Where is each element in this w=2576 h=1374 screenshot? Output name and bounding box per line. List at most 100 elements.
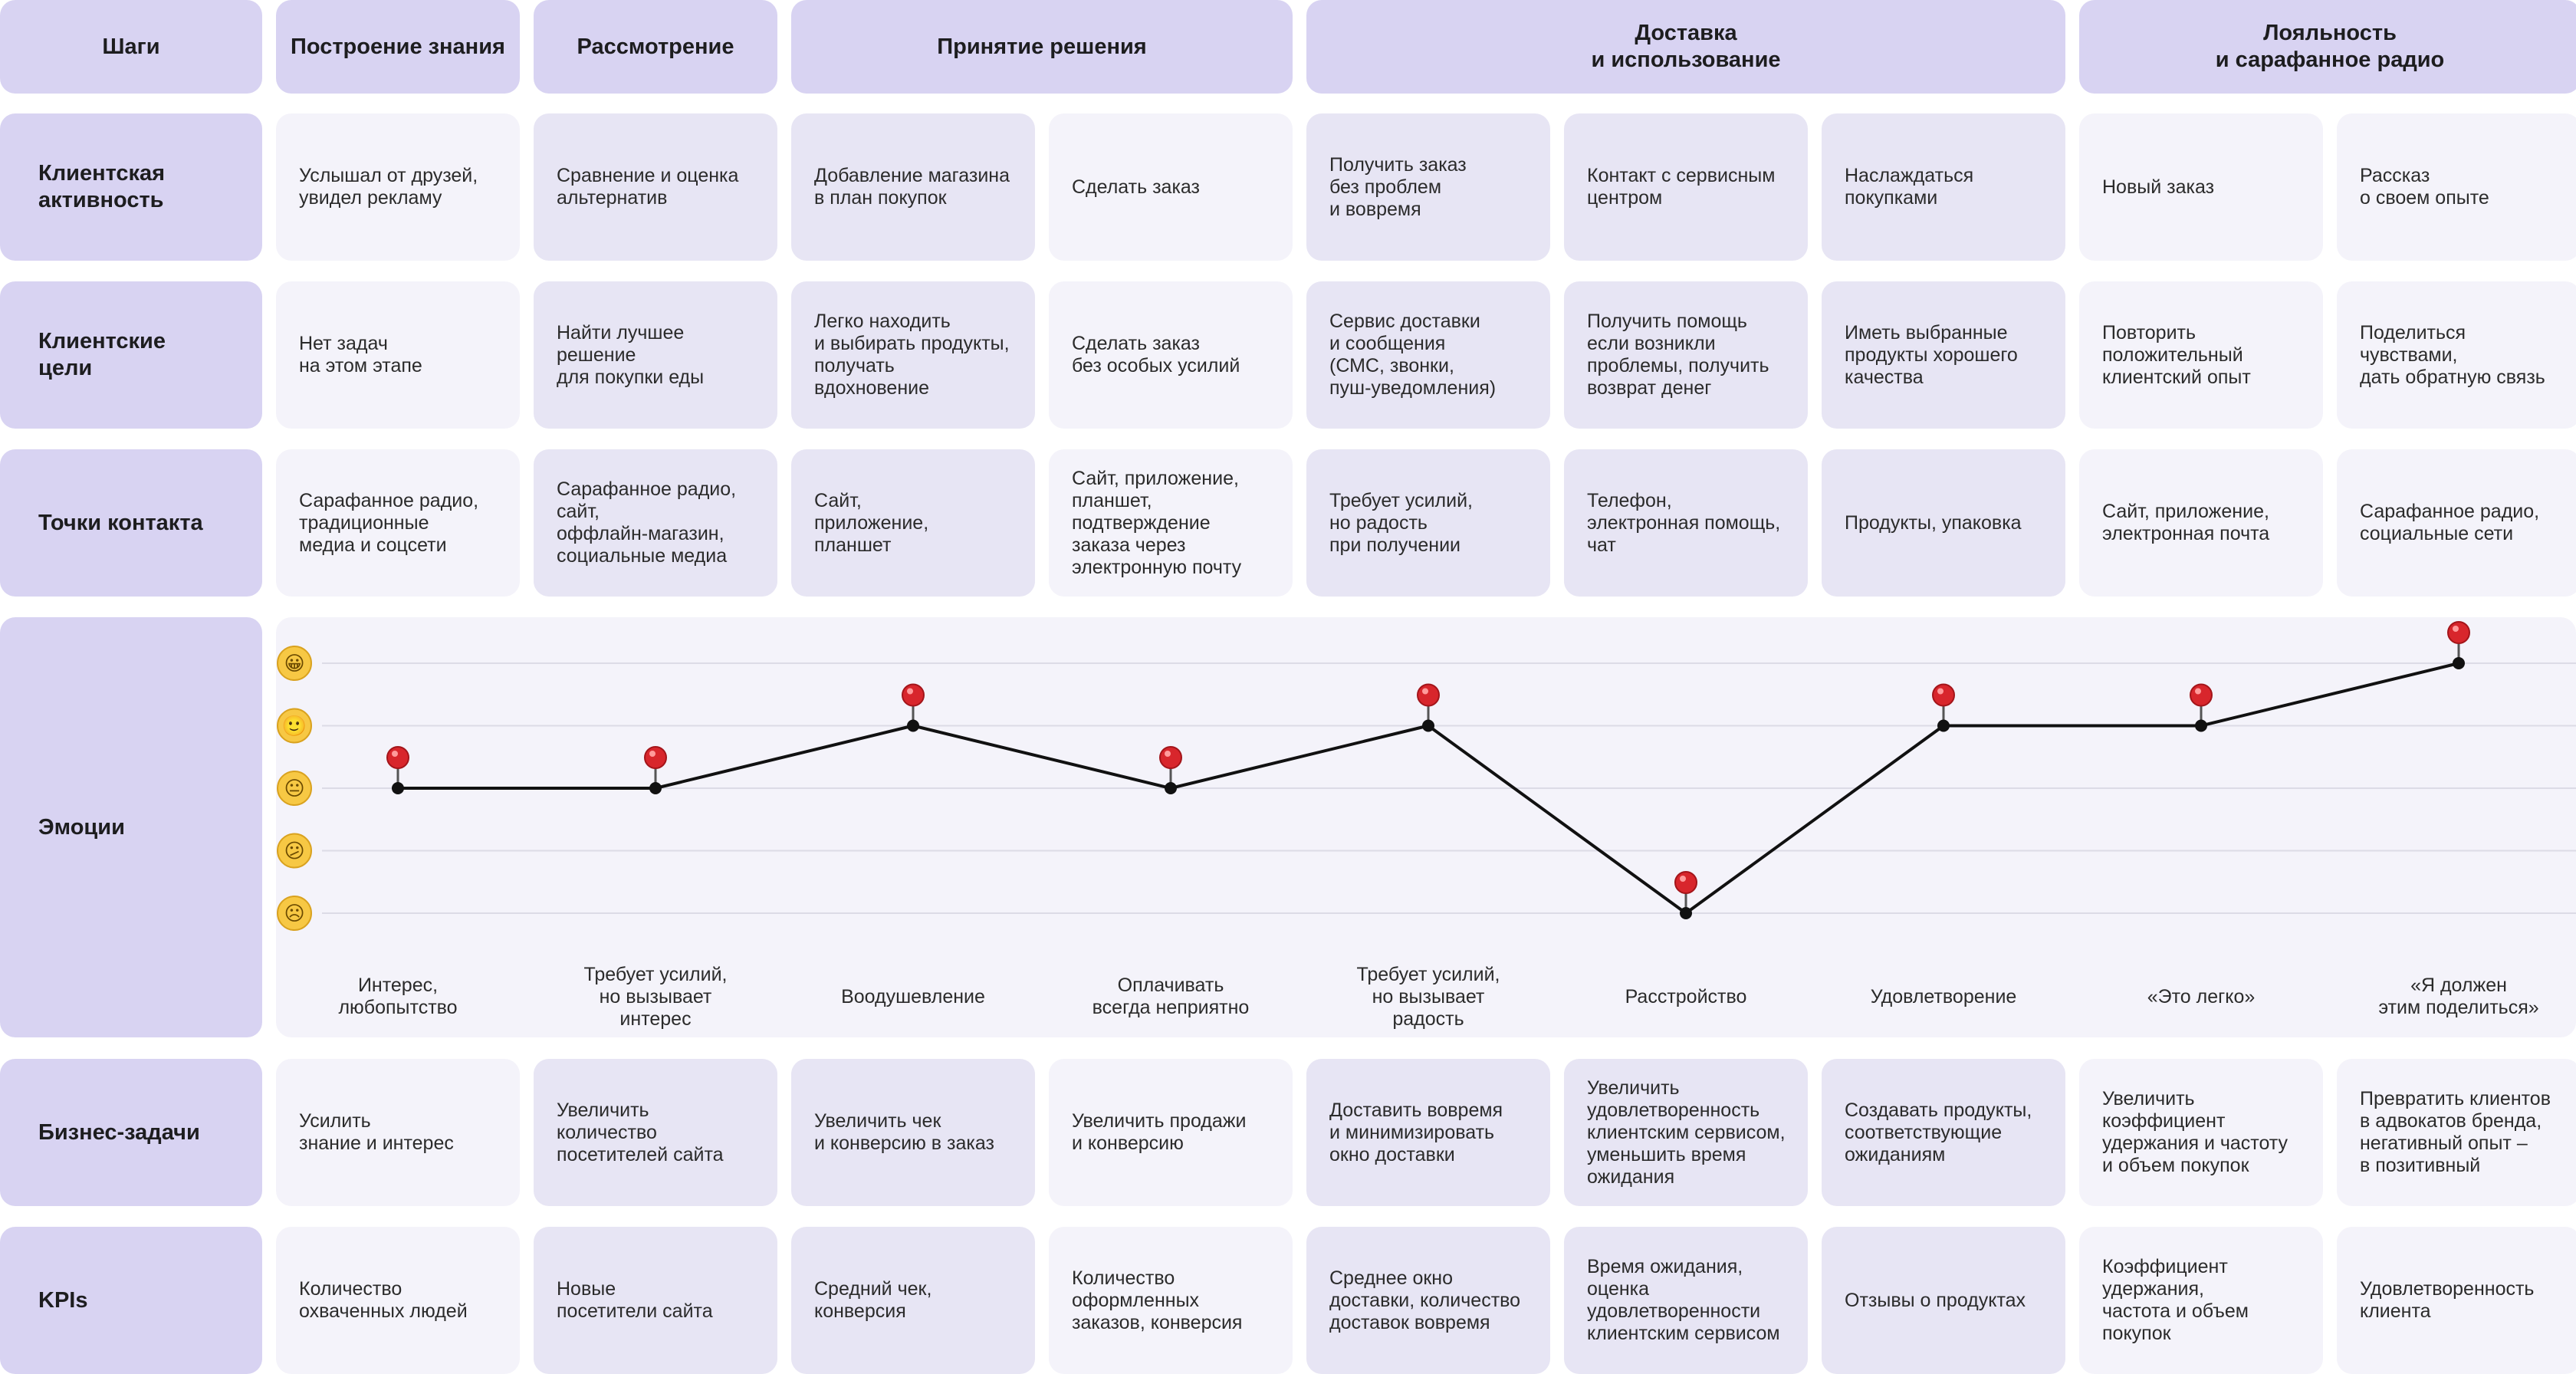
activity-cell-8-text: Новый заказ [2102, 176, 2215, 198]
kpis-cell-7-text: Отзывы о продуктах [1845, 1289, 2026, 1311]
row-label-emotions-text: Эмоции [38, 814, 125, 840]
slightly-smiling-face-icon [277, 708, 312, 744]
touchpoints-cell-8-text: Сайт, приложение, электронная почта [2102, 501, 2270, 544]
activity-cell-3: Добавление магазина в план покупок [791, 113, 1035, 261]
emotion-label-3: Воодушевление [841, 985, 985, 1007]
stage-header-1: Построение знания [276, 0, 520, 94]
business-cell-4: Увеличить продажи и конверсию [1049, 1059, 1293, 1206]
emotion-point-2 [649, 782, 662, 794]
activity-cell-9: Рассказ о своем опыте [2337, 113, 2576, 261]
goals-cell-5: Сервис доставки и сообщения (СМС, звонки… [1306, 281, 1550, 429]
emotion-label-1: Интерес, любопытство [338, 975, 458, 1018]
touchpoints-cell-2: Сарафанное радио, сайт, оффлайн-магазин,… [534, 449, 777, 597]
business-cell-6-text: Увеличить удовлетворенность клиентским с… [1587, 1077, 1786, 1188]
row-label-touchpoints-text: Точки контакта [38, 510, 203, 535]
goals-cell-2-text: Найти лучшее решение для покупки еды [557, 321, 705, 388]
emotion-label-7: Удовлетворение [1870, 985, 2017, 1007]
business-cell-4-text: Увеличить продажи и конверсию [1072, 1110, 1247, 1154]
kpis-cell-3-text: Средний чек, конверсия [814, 1278, 932, 1322]
emotion-point-6 [1680, 907, 1692, 919]
pin-highlight-2 [649, 751, 656, 757]
emotion-label-2: Требует усилий, но вызывает интерес [583, 963, 728, 1030]
emotion-label-8: «Это легко» [2147, 985, 2256, 1007]
neutral-face-icon [277, 771, 312, 806]
activity-cell-1-text: Услышал от друзей, увидел рекламу [299, 165, 478, 209]
pin-head-7 [1932, 683, 1955, 707]
emotion-label-9: «Я должен этим поделиться» [2378, 975, 2539, 1018]
business-cell-7: Создавать продукты, соответствующие ожид… [1822, 1059, 2065, 1206]
stage-header-4: Доставка и использование [1306, 0, 2065, 94]
pin-head-2 [644, 746, 667, 769]
activity-cell-7: Наслаждаться покупками [1822, 113, 2065, 261]
activity-cell-3-text: Добавление магазина в план покупок [814, 165, 1010, 209]
slightly-smiling-face-icon-glyph: 🙂 [282, 715, 307, 738]
frowning-face-icon [277, 896, 312, 931]
goals-cell-8-text: Повторить положительный клиентский опыт [2102, 321, 2251, 388]
emotion-point-8 [2195, 719, 2207, 732]
kpis-cell-7: Отзывы о продуктах [1822, 1227, 2065, 1374]
stage-header-5: Лояльность и сарафанное радио [2079, 0, 2576, 94]
goals-cell-3: Легко находить и выбирать продукты, полу… [791, 281, 1035, 429]
goals-cell-1-text: Нет задач на этом этапе [299, 333, 422, 376]
stage-header-5-text: Лояльность и сарафанное радио [2215, 21, 2445, 72]
kpis-cell-2-text: Новые посетители сайта [557, 1278, 713, 1322]
kpis-cell-2: Новые посетители сайта [534, 1227, 777, 1374]
goals-cell-3-text: Легко находить и выбирать продукты, полу… [814, 311, 1010, 399]
business-cell-9: Превратить клиентов в адвокатов бренда, … [2337, 1059, 2576, 1206]
kpis-cell-4: Количество оформленных заказов, конверси… [1049, 1227, 1293, 1374]
pin-head-6 [1674, 871, 1697, 894]
header-steps-text: Шаги [102, 34, 160, 59]
business-cell-3-text: Увеличить чек и конверсию в заказ [814, 1110, 994, 1154]
emotion-label-6: Расстройство [1625, 985, 1747, 1007]
row-label-kpis: KPIs [0, 1227, 262, 1374]
pin-highlight-3 [907, 688, 913, 695]
business-cell-1: Усилить знание и интерес [276, 1059, 520, 1206]
header-steps: Шаги [0, 0, 262, 94]
business-cell-2: Увеличить количество посетителей сайта [534, 1059, 777, 1206]
touchpoints-cell-6: Телефон, электронная помощь, чат [1564, 449, 1808, 597]
activity-cell-9-text: Рассказ о своем опыте [2360, 165, 2489, 209]
goals-cell-6: Получить помощь если возникли проблемы, … [1564, 281, 1808, 429]
row-label-touchpoints: Точки контакта [0, 449, 262, 597]
kpis-cell-1-text: Количество охваченных людей [299, 1278, 468, 1322]
touchpoints-cell-4: Сайт, приложение, планшет, подтверждение… [1049, 449, 1293, 597]
business-cell-8-text: Увеличить коэффициент удержания и частот… [2102, 1088, 2288, 1176]
emotion-point-1 [392, 782, 404, 794]
stage-header-2: Рассмотрение [534, 0, 777, 94]
goals-cell-7-text: Иметь выбранные продукты хорошего качест… [1845, 321, 2018, 388]
business-cell-7-text: Создавать продукты, соответствующие ожид… [1845, 1099, 2032, 1165]
goals-cell-6-text: Получить помощь если возникли проблемы, … [1587, 311, 1769, 399]
kpis-cell-8-text: Коэффициент удержания, частота и объем п… [2102, 1256, 2249, 1344]
touchpoints-cell-9: Сарафанное радио, социальные сети [2337, 449, 2576, 597]
business-cell-6: Увеличить удовлетворенность клиентским с… [1564, 1059, 1808, 1206]
goals-cell-7: Иметь выбранные продукты хорошего качест… [1822, 281, 2065, 429]
pin-head-3 [902, 683, 925, 707]
touchpoints-cell-9-text: Сарафанное радио, социальные сети [2360, 501, 2540, 544]
business-cell-1-text: Усилить знание и интерес [299, 1110, 454, 1154]
frowning-face-icon-glyph: ☹ [284, 902, 304, 925]
emotion-label-5: Требует усилий, но вызывает радость [1356, 963, 1500, 1030]
goals-cell-9-text: Поделиться чувствами, дать обратную связ… [2360, 321, 2545, 388]
pin-head-5 [1417, 683, 1440, 707]
touchpoints-cell-1-text: Сарафанное радио, традиционные медиа и с… [299, 489, 479, 556]
stage-header-3-text: Принятие решения [937, 34, 1147, 59]
touchpoints-cell-6-text: Телефон, электронная помощь, чат [1587, 489, 1781, 556]
goals-cell-8: Повторить положительный клиентский опыт [2079, 281, 2323, 429]
stage-header-4-text: Доставка и использование [1591, 21, 1781, 72]
activity-cell-1: Услышал от друзей, увидел рекламу [276, 113, 520, 261]
row-label-goals: Клиентские цели [0, 281, 262, 429]
pin-highlight-7 [1937, 688, 1944, 695]
touchpoints-cell-5-text: Требует усилий, но радость при получении [1329, 489, 1473, 556]
business-cell-8: Увеличить коэффициент удержания и частот… [2079, 1059, 2323, 1206]
pin-highlight-4 [1165, 751, 1171, 757]
touchpoints-cell-5: Требует усилий, но радость при получении [1306, 449, 1550, 597]
kpis-cell-3: Средний чек, конверсия [791, 1227, 1035, 1374]
confused-face-icon-glyph: 😕 [284, 840, 304, 863]
grinning-face-icon-glyph: 😀 [284, 652, 304, 675]
goals-cell-1: Нет задач на этом этапе [276, 281, 520, 429]
goals-cell-2: Найти лучшее решение для покупки еды [534, 281, 777, 429]
emotion-point-7 [1937, 719, 1950, 732]
row-label-activity: Клиентская активность [0, 113, 262, 261]
activity-cell-2: Сравнение и оценка альтернатив [534, 113, 777, 261]
